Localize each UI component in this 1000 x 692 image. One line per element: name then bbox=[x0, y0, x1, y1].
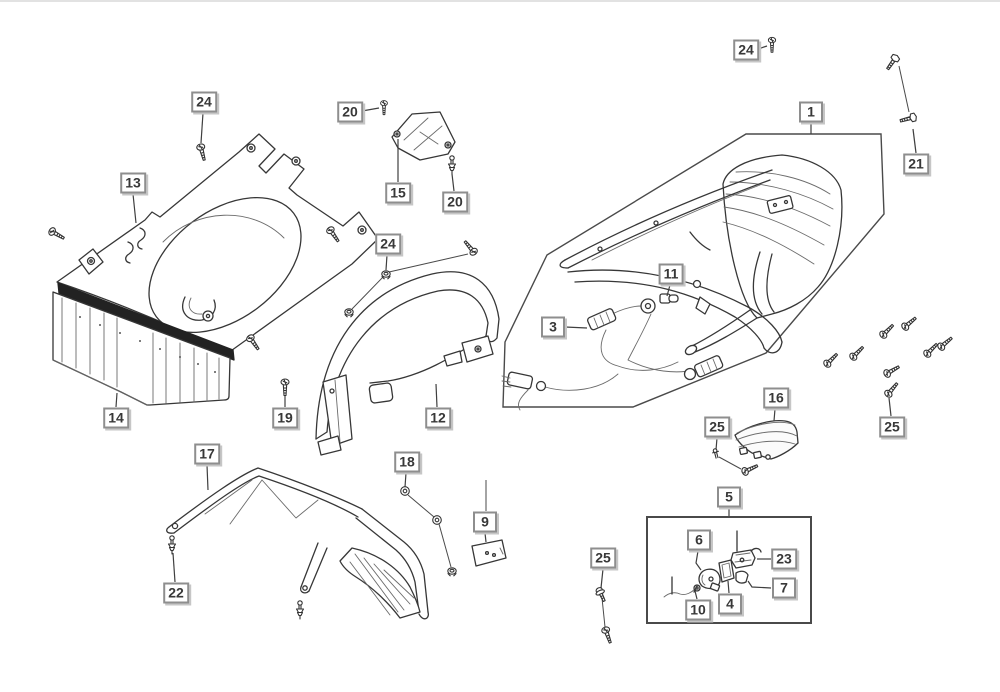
leader-line-24 bbox=[757, 45, 768, 50]
grommet-icon bbox=[381, 270, 391, 280]
part-13-inner-cover bbox=[56, 133, 379, 354]
part-12-rear-fender bbox=[315, 271, 500, 456]
leader-line-25 bbox=[888, 397, 892, 417]
screw-icon bbox=[244, 332, 262, 353]
leader-line-25 bbox=[715, 437, 718, 451]
link-line bbox=[388, 253, 469, 273]
ring-icon bbox=[400, 486, 410, 496]
screw-icon bbox=[921, 340, 941, 360]
link-line bbox=[898, 65, 910, 113]
leader-line-12 bbox=[435, 383, 438, 408]
screw-icon bbox=[280, 378, 290, 397]
part-14-ribbed-panel bbox=[52, 282, 235, 406]
part-7-clip bbox=[735, 570, 749, 584]
leader-line-20 bbox=[361, 107, 380, 112]
leader-line-24 bbox=[200, 112, 204, 144]
screw-icon bbox=[767, 36, 777, 53]
part-10-wire bbox=[663, 576, 701, 598]
part-9-plate bbox=[471, 539, 507, 567]
rivet-icon bbox=[295, 600, 305, 620]
leader-line-24 bbox=[385, 254, 388, 271]
leader-line-17 bbox=[206, 464, 209, 491]
link-line bbox=[407, 494, 435, 518]
link-line bbox=[438, 523, 452, 568]
rivet-icon bbox=[447, 155, 457, 175]
grommet-icon bbox=[447, 567, 457, 577]
part-3-wiring-harness bbox=[501, 293, 724, 411]
leader-line-20 bbox=[451, 173, 455, 192]
part-16-tail-light bbox=[734, 420, 799, 460]
screw-icon bbox=[882, 380, 901, 400]
link-line bbox=[718, 456, 742, 470]
leader-line-7 bbox=[747, 580, 772, 589]
screw-icon bbox=[600, 625, 615, 645]
leader-line-14 bbox=[115, 392, 118, 408]
screw-icon bbox=[380, 100, 388, 116]
part-11-bulb bbox=[659, 293, 679, 304]
leader-line-10 bbox=[694, 590, 698, 600]
leader-line-4 bbox=[727, 580, 730, 594]
leader-line-11 bbox=[666, 284, 671, 297]
stud-icon bbox=[711, 447, 721, 460]
leader-line-16 bbox=[773, 408, 776, 422]
leader-line-3 bbox=[564, 326, 588, 329]
leader-line-13 bbox=[132, 193, 137, 224]
ring-icon bbox=[432, 515, 442, 525]
part-6-license-lamp bbox=[698, 568, 721, 592]
part-15-bracket bbox=[391, 111, 456, 161]
screw-icon bbox=[821, 350, 841, 370]
screw-icon bbox=[740, 461, 760, 477]
bolt-icon bbox=[883, 52, 901, 72]
bolt-icon bbox=[898, 112, 918, 126]
screw-icon bbox=[881, 362, 902, 380]
part-17-fender-support bbox=[166, 467, 429, 620]
part-5-detail-box bbox=[646, 516, 812, 624]
screw-icon bbox=[877, 321, 897, 341]
part-4-lens bbox=[718, 559, 735, 583]
link-lines bbox=[351, 65, 910, 628]
part-23-clamp bbox=[730, 547, 762, 569]
part-1-tail-body-assembly bbox=[559, 154, 843, 356]
leader-line-6 bbox=[695, 550, 702, 571]
leader-line-22 bbox=[172, 552, 176, 583]
screw-icon bbox=[847, 343, 867, 363]
leader-line-21 bbox=[912, 128, 917, 154]
link-line bbox=[351, 276, 384, 310]
link-line bbox=[601, 597, 606, 628]
screw-icon bbox=[195, 142, 209, 162]
screw-icon bbox=[46, 225, 67, 243]
screw-icon bbox=[899, 314, 919, 333]
grommet-icon bbox=[344, 308, 354, 318]
rivet-icon bbox=[167, 535, 177, 555]
screw-icon bbox=[461, 238, 480, 258]
leader-line-9 bbox=[484, 532, 487, 543]
leader-line-25 bbox=[600, 568, 604, 589]
screw-icon bbox=[935, 334, 955, 353]
leader-line-18 bbox=[404, 472, 407, 488]
boltflange-icon bbox=[593, 585, 609, 604]
assembly-boundary bbox=[502, 133, 885, 408]
